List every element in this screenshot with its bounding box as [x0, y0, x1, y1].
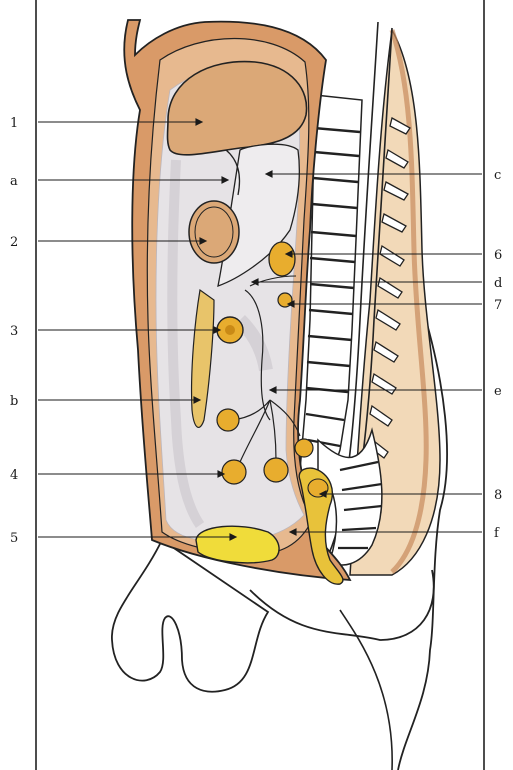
intestine-loop-1 [217, 409, 239, 431]
label-left-2: 2 [10, 235, 18, 250]
intestine-loop-4 [295, 439, 313, 457]
intestine-loop-3 [264, 458, 288, 482]
label-left-5: 5 [10, 531, 18, 546]
label-left-3: 3 [10, 324, 18, 339]
label-left-b: b [10, 394, 18, 409]
label-right-d: d [494, 276, 502, 291]
label-right-f: f [494, 526, 500, 541]
label-left-4: 4 [10, 468, 18, 483]
label-right-6: 6 [494, 248, 502, 263]
label-left-a: a [10, 174, 18, 189]
organ-6 [269, 242, 295, 276]
stomach [189, 201, 239, 263]
label-left-1: 1 [10, 116, 18, 131]
intestine-loop-2 [222, 460, 246, 484]
label-right-e: e [494, 384, 502, 399]
label-right-c: c [494, 168, 501, 183]
bladder [196, 526, 279, 563]
label-right-8: 8 [494, 488, 502, 503]
organ-3-inner [225, 325, 235, 335]
label-right-7: 7 [494, 298, 502, 313]
